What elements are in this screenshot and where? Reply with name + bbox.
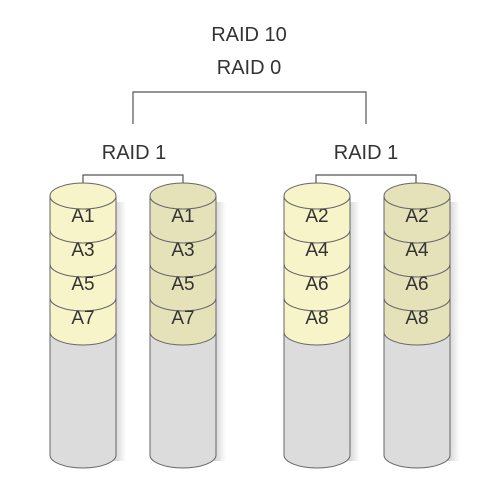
- disk-block: [383, 297, 451, 346]
- disk-top-cap: [383, 182, 451, 210]
- disk-block: [149, 297, 217, 346]
- block-label: A2: [305, 206, 328, 227]
- block-label: A3: [171, 240, 194, 261]
- disk-top-cap: [49, 182, 117, 210]
- disk-shadow: [114, 202, 126, 461]
- block-label: A8: [405, 308, 428, 329]
- title-raid-0: RAID 0: [217, 57, 281, 79]
- block-label: A7: [171, 308, 194, 329]
- block-label: A4: [405, 240, 429, 261]
- block-label: A3: [71, 240, 94, 261]
- disk-top-cap: [283, 182, 351, 210]
- group-label-raid-1-left: RAID 1: [102, 142, 166, 164]
- disk-free-space: [383, 331, 451, 469]
- disk-shadow: [348, 202, 360, 461]
- disk-free-space: [49, 331, 117, 469]
- block-label: A6: [405, 274, 428, 295]
- title-raid-10: RAID 10: [211, 24, 287, 46]
- block-label: A5: [171, 274, 194, 295]
- disk-shadow: [214, 202, 226, 461]
- block-label: A1: [71, 206, 94, 227]
- disk-shadow: [448, 202, 460, 461]
- block-label: A5: [71, 274, 94, 295]
- disk-free-space: [149, 331, 217, 469]
- block-label: A2: [405, 206, 428, 227]
- raid-0-connector: [132, 91, 367, 124]
- block-label: A4: [305, 240, 329, 261]
- disk-free-space: [283, 331, 351, 469]
- block-label: A7: [71, 308, 94, 329]
- block-label: A1: [171, 206, 194, 227]
- block-label: A8: [305, 308, 328, 329]
- disk-top-cap: [149, 182, 217, 210]
- block-label: A6: [305, 274, 328, 295]
- disk-block: [283, 297, 351, 346]
- group-label-raid-1-right: RAID 1: [334, 142, 398, 164]
- disk-block: [49, 297, 117, 346]
